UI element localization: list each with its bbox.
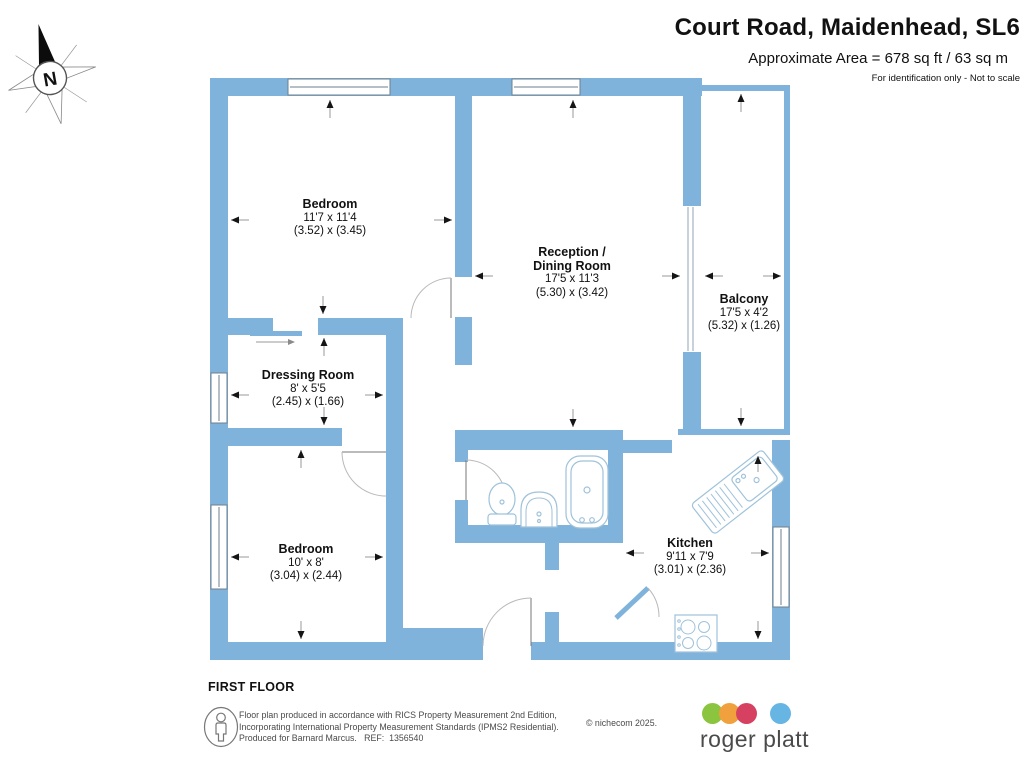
room-label-dressing-room: Dressing Room 8' x 5'5 (2.45) x (1.66) xyxy=(261,368,355,410)
disclaimer-line-1: Floor plan produced in accordance with R… xyxy=(239,710,557,720)
logo-dot-blue xyxy=(770,703,791,724)
floor-label: FIRST FLOOR xyxy=(208,680,295,694)
logo-dot-orange xyxy=(719,703,740,724)
fixtures-layer xyxy=(487,450,785,653)
room-name: Dressing Room xyxy=(261,368,355,382)
hob-fixture xyxy=(674,614,718,653)
disclaimer-line-2: Incorporating International Property Mea… xyxy=(239,721,559,732)
room-dims-m: (3.04) x (2.44) xyxy=(269,570,343,582)
identification-note: For identification only - Not to scale xyxy=(871,73,1020,84)
room-label-bedroom-1: Bedroom 11'7 x 11'4 (3.52) x (3.45) xyxy=(293,197,367,239)
room-dims-ft: 8' x 5'5 xyxy=(290,382,326,395)
doors-layer xyxy=(250,277,660,647)
room-dims-ft: 10' x 8' xyxy=(288,556,324,569)
copyright-text: © nichecom 2025. xyxy=(586,718,658,728)
disclaimer-line-3: Produced for Barnard Marcus. REF: 135654… xyxy=(239,733,424,744)
room-dims-ft: 17'5 x 11'3 xyxy=(544,273,600,285)
rics-person-icon xyxy=(203,706,239,748)
room-name: Reception / Dining Room xyxy=(533,245,611,273)
room-dims-ft: 17'5 x 4'2 xyxy=(719,306,769,319)
room-name: Kitchen xyxy=(667,536,713,550)
windows-layer xyxy=(210,78,790,608)
disclaimer-text: Floor plan produced in accordance with R… xyxy=(239,710,559,745)
toilet-fixture xyxy=(487,482,517,526)
room-name: Bedroom xyxy=(302,197,358,211)
bathtub-fixture xyxy=(565,455,609,529)
room-label-kitchen: Kitchen 9'11 x 7'9 (3.01) x (2.36) xyxy=(653,536,727,578)
approximate-area: Approximate Area = 678 sq ft / 63 sq m xyxy=(748,50,1008,67)
room-dims-m: (3.01) x (2.36) xyxy=(653,564,727,576)
room-name: Balcony xyxy=(719,292,769,306)
room-label-reception: Reception / Dining Room 17'5 x 11'3 (5.3… xyxy=(533,245,611,300)
room-name: Bedroom xyxy=(278,542,334,556)
room-dims-ft: 11'7 x 11'4 xyxy=(303,211,357,224)
room-dims-m: (5.30) x (3.42) xyxy=(535,286,609,299)
logo-dot-green xyxy=(702,703,723,724)
room-dims-ft: 9'11 x 7'9 xyxy=(666,550,714,563)
room-dims-m: (5.32) x (1.26) xyxy=(707,320,781,332)
room-label-bedroom-2: Bedroom 10' x 8' (3.04) x (2.44) xyxy=(269,542,343,584)
agency-name: roger platt xyxy=(700,726,810,752)
agency-logo: roger platt xyxy=(700,702,830,753)
kitchen-sink-fixture xyxy=(691,450,785,534)
balcony-glazing xyxy=(683,206,701,352)
compass-north-label: N xyxy=(42,68,59,91)
logo-dot-red xyxy=(736,703,757,724)
dimension-arrows-layer xyxy=(231,94,781,639)
basin-fixture xyxy=(520,491,558,528)
room-label-balcony: Balcony 17'5 x 4'2 (5.32) x (1.26) xyxy=(707,292,781,334)
compass-icon: N xyxy=(8,24,96,124)
logo-dots-icon xyxy=(700,702,830,725)
page-title: Court Road, Maidenhead, SL6 xyxy=(674,14,1020,41)
sliding-door xyxy=(250,331,302,345)
room-dims-m: (3.52) x (3.45) xyxy=(293,225,367,237)
room-dims-m: (2.45) x (1.66) xyxy=(271,396,345,408)
